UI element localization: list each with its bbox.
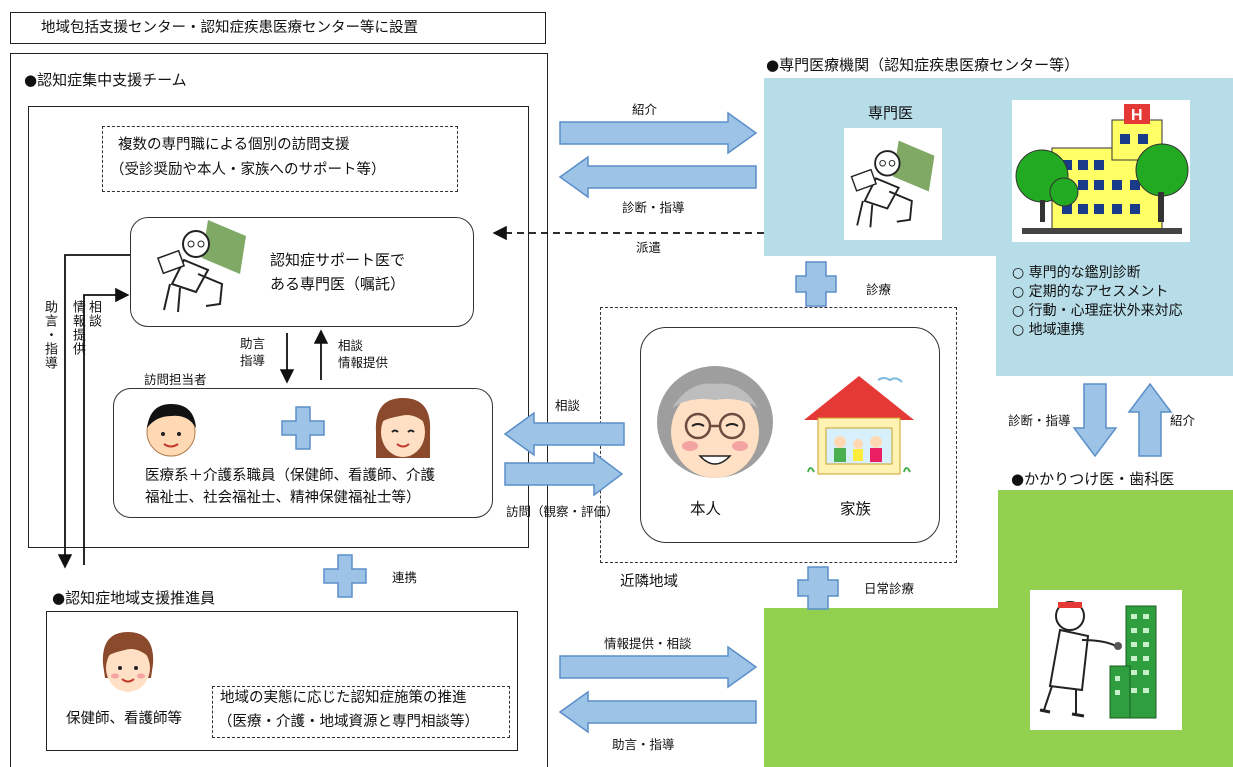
staff-face-male	[138, 396, 204, 466]
visit-support-line2: （受診奨励や本人・家族へのサポート等）	[110, 162, 386, 178]
elderly-person-icon	[657, 366, 773, 478]
left-info-label-2: 情報提供	[70, 300, 85, 356]
policy-box	[212, 686, 510, 738]
left-advice-label: 助言・指導	[42, 300, 57, 370]
specialist-doctor-label: 専門医	[868, 104, 914, 122]
visit-support-box	[102, 126, 458, 192]
specialist-item: ○ 専門的な鑑別診断	[1012, 265, 1141, 281]
plus-icon	[323, 554, 367, 598]
consult-info-label: 相談 情報提供	[338, 338, 389, 370]
daily-care-arrow	[797, 566, 839, 610]
consult-label: 相談	[555, 398, 581, 413]
plus-icon-staff	[280, 405, 326, 455]
svg-text:H: H	[1131, 107, 1143, 124]
support-doctor-illustration	[150, 214, 254, 318]
info-consult-label: 情報提供・相談	[604, 636, 692, 651]
promoter-face	[95, 626, 161, 702]
neighborhood-label: 近隣地域	[620, 574, 678, 590]
advice-guidance-label: 助言 指導	[240, 336, 266, 368]
family-house-icon	[804, 376, 914, 475]
hospital-illustration: H	[1012, 100, 1190, 242]
promoter-people: 保健師、看護師等	[66, 711, 182, 727]
consult-arrow	[503, 411, 625, 457]
specialist-title: ●専門医療機関（認知症疾患医療センター等）	[766, 56, 1080, 74]
advice-bottom-label: 助言・指導	[612, 737, 675, 752]
treatment-label: 診療	[866, 282, 892, 297]
specialist-item: ○ 定期的なアセスメント	[1012, 283, 1169, 300]
doctor-with-stethoscope-icon	[1039, 601, 1157, 719]
link-label: 連携	[392, 570, 418, 585]
support-doctor-line2: ある専門医（嘱託）	[270, 275, 406, 293]
staff-face-female	[370, 392, 436, 468]
left-info-label-1: 相談	[86, 300, 101, 328]
family-house-illustration	[800, 372, 918, 482]
specialist-item: ○ 行動・心理症状外来対応	[1012, 302, 1183, 319]
staff-line1: 医療系＋介護系職員（保健師、看護師、介護	[145, 468, 435, 484]
staff-line2: 福祉士、社会福祉士、精神保健福祉士等）	[145, 490, 421, 506]
info-consult-arrow	[559, 645, 758, 689]
specialist-items: ○ 専門的な鑑別診断 ○ 定期的なアセスメント ○ 行動・心理症状外来対応 ○ …	[1012, 264, 1183, 340]
doctor-at-desk-icon	[156, 220, 246, 313]
doctor-at-desk-icon	[850, 140, 935, 228]
left-advice-line	[57, 254, 130, 569]
diag-right-label: 診断・指導	[1008, 413, 1071, 428]
male-staff-icon	[146, 404, 196, 457]
referral-top-arrow	[559, 111, 758, 155]
gp-title: ●かかりつけ医・歯科医	[1011, 470, 1175, 488]
family-label: 家族	[840, 500, 872, 518]
referral-top-label: 紹介	[632, 102, 658, 117]
treatment-arrow	[795, 261, 837, 307]
plus-icon	[281, 406, 325, 450]
daily-care-label: 日常診療	[864, 581, 915, 596]
promoter-title: ●認知症地域支援推進員	[52, 589, 216, 607]
top-label: 地域包括支援センター・認知症疾患医療センター等に設置	[41, 20, 418, 36]
specialist-doctor-illustration	[844, 128, 942, 240]
diagnosis-top-arrow	[558, 155, 757, 199]
person-label: 本人	[690, 500, 722, 518]
gp-doctor-illustration	[1030, 590, 1182, 730]
support-doctor-line1: 認知症サポート医で	[270, 251, 406, 269]
policy-line2: （医療・介護・地域資源と専門相談等）	[218, 714, 479, 730]
female-staff-icon	[375, 398, 431, 458]
top-label-box: 地域包括支援センター・認知症疾患医療センター等に設置	[10, 12, 546, 44]
advice-bottom-arrow	[558, 690, 757, 734]
diagnosis-top-label: 診断・指導	[622, 200, 685, 215]
referral-right-label: 紹介	[1170, 413, 1196, 428]
policy-line1: 地域の実態に応じた認知症施策の推進	[220, 690, 467, 706]
hospital-building-icon: H	[1015, 104, 1189, 234]
female-nurse-icon	[102, 632, 154, 692]
elderly-person-illustration	[650, 360, 780, 484]
specialist-item: ○ 地域連携	[1012, 321, 1085, 338]
team-title: ●認知症集中支援チーム	[24, 71, 187, 89]
plus-icon-link	[322, 553, 368, 603]
left-info-line	[83, 287, 130, 565]
visit-staff-label: 訪問担当者	[144, 372, 207, 387]
visit-label: 訪問（観察・評価）	[506, 504, 619, 519]
diag-right-arrow	[1072, 383, 1118, 458]
referral-right-arrow	[1127, 382, 1173, 457]
visit-arrow	[504, 451, 624, 497]
visit-support-line1: 複数の専門職による個別の訪問支援	[118, 137, 350, 153]
dispatch-label: 派遣	[636, 240, 662, 255]
